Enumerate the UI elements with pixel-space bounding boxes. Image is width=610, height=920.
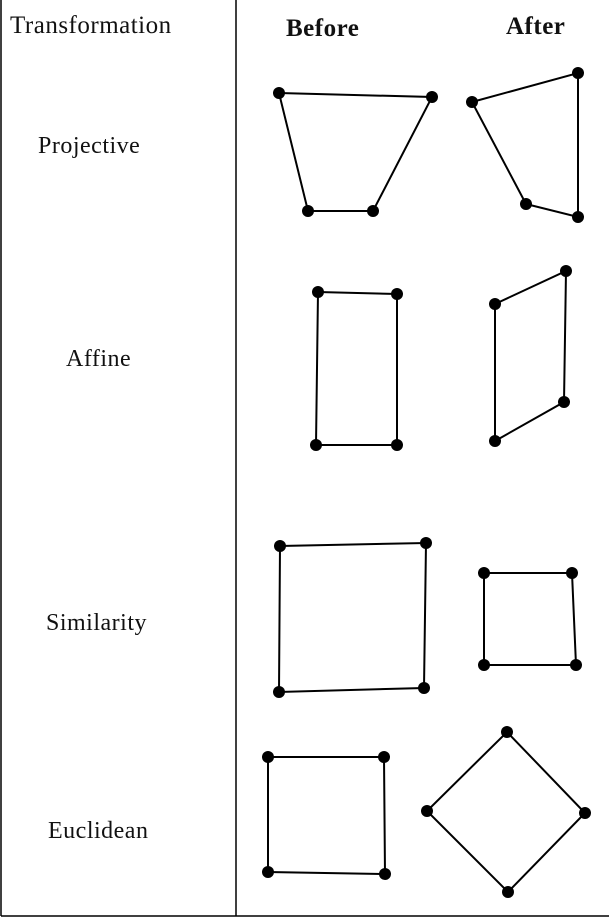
euclidean-after-outline	[425, 730, 587, 894]
similarity-after-shape	[478, 567, 582, 671]
row-label-projective: Projective	[38, 133, 141, 159]
vertex-point	[572, 67, 584, 79]
vertex-point	[426, 91, 438, 103]
vertex-point	[560, 265, 572, 277]
vertex-point	[262, 751, 274, 763]
similarity-after-outline	[483, 572, 578, 666]
affine-before-shape	[310, 286, 403, 451]
vertex-point	[558, 396, 570, 408]
row-label-euclidean: Euclidean	[48, 818, 149, 844]
projective-after-outline	[470, 71, 579, 219]
euclidean-before-shape	[262, 751, 391, 880]
after-column-header: After	[506, 13, 566, 40]
vertex-point	[579, 807, 591, 819]
vertex-point	[418, 682, 430, 694]
vertex-point	[502, 886, 514, 898]
vertex-point	[391, 439, 403, 451]
affine-after-outline	[494, 269, 568, 443]
vertex-point	[489, 298, 501, 310]
projective-after-shape	[466, 67, 584, 223]
vertex-point	[421, 805, 433, 817]
row-label-affine: Affine	[66, 346, 132, 372]
vertex-point	[520, 198, 532, 210]
vertex-point	[566, 567, 578, 579]
vertex-point	[273, 87, 285, 99]
vertex-point	[489, 435, 501, 447]
vertex-point	[379, 868, 391, 880]
row-label-similarity: Similarity	[46, 610, 147, 636]
similarity-before-shape	[273, 537, 432, 698]
vertex-point	[570, 659, 582, 671]
affine-before-outline	[314, 290, 398, 446]
projective-before-shape	[273, 87, 438, 217]
vertex-point	[420, 537, 432, 549]
vertex-point	[274, 540, 286, 552]
vertex-point	[262, 866, 274, 878]
vertex-point	[501, 726, 513, 738]
vertex-point	[310, 439, 322, 451]
vertex-point	[391, 288, 403, 300]
vertex-point	[378, 751, 390, 763]
similarity-before-outline	[277, 541, 428, 694]
vertex-point	[572, 211, 584, 223]
vertex-point	[478, 659, 490, 671]
vertex-point	[367, 205, 379, 217]
transformation-column-header: Transformation	[10, 12, 172, 39]
vertex-point	[302, 205, 314, 217]
euclidean-before-outline	[267, 756, 387, 876]
projective-before-outline	[277, 91, 434, 212]
vertex-point	[273, 686, 285, 698]
euclidean-after-shape	[421, 726, 591, 898]
vertex-point	[478, 567, 490, 579]
vertex-point	[466, 96, 478, 108]
before-column-header: Before	[286, 15, 360, 42]
vertex-point	[312, 286, 324, 298]
affine-after-shape	[489, 265, 572, 447]
